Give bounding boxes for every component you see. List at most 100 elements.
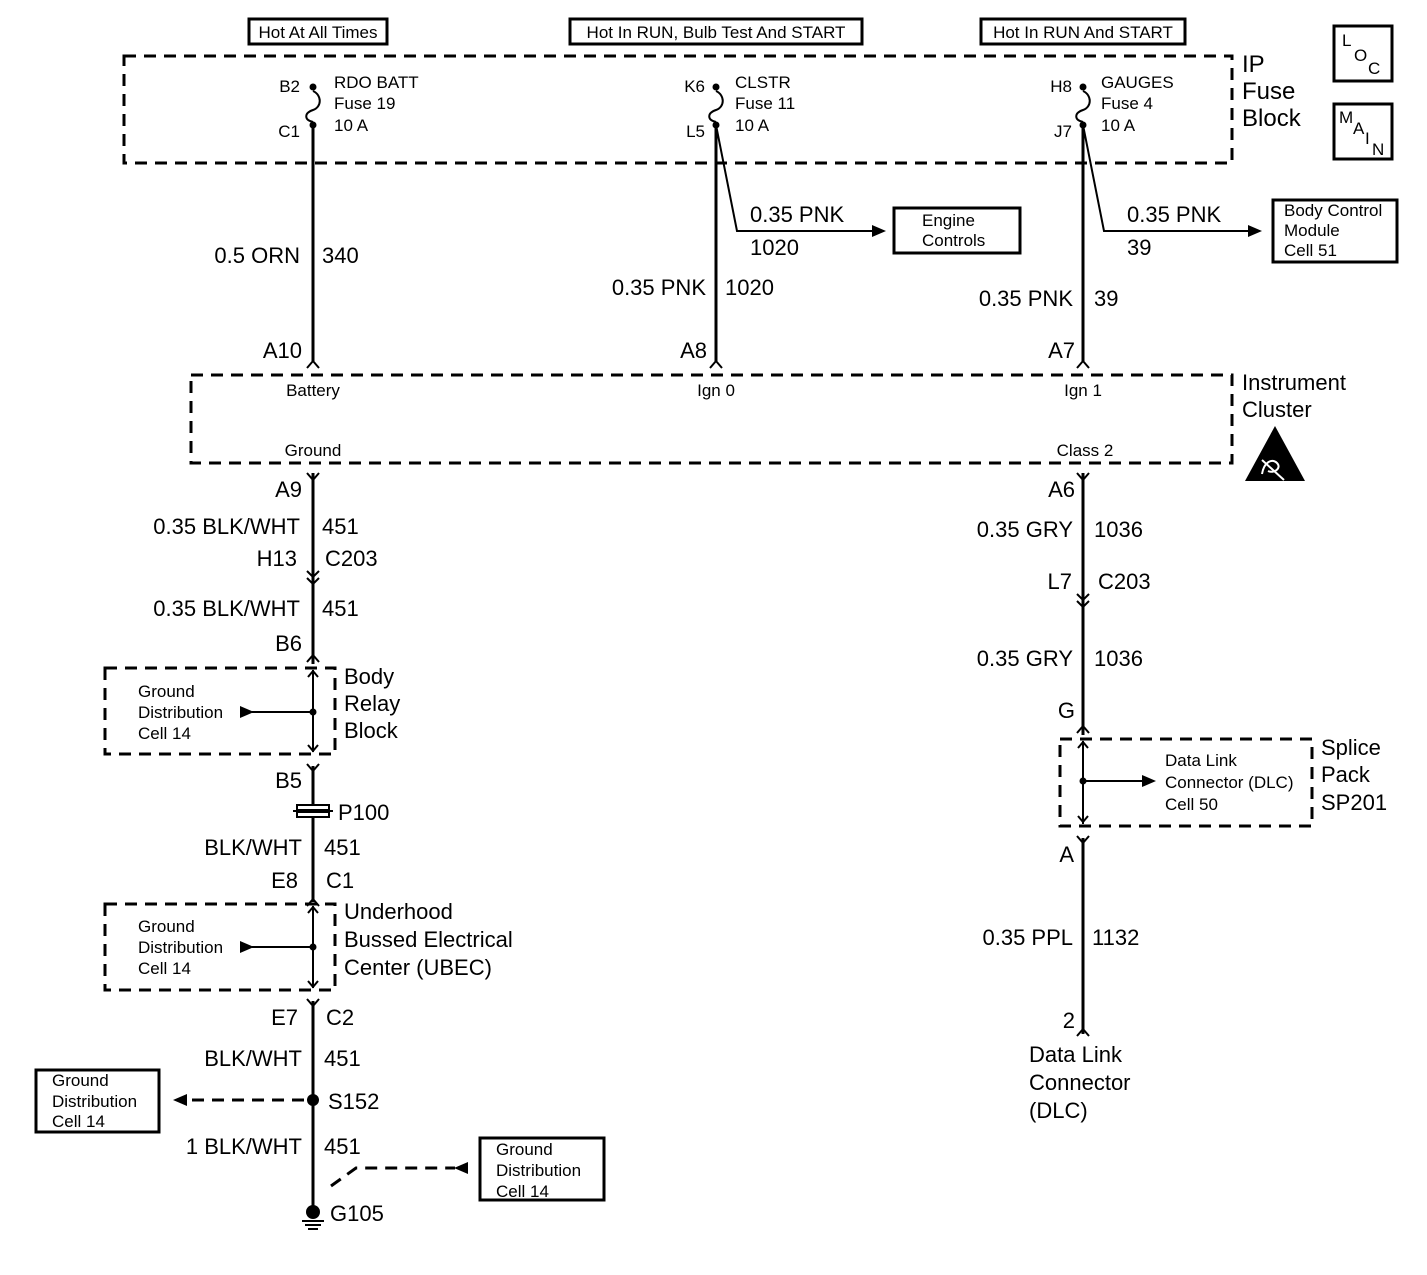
title-line: Block xyxy=(344,718,399,743)
title-line: Center (UBEC) xyxy=(344,955,492,980)
fuse-number: Fuse 11 xyxy=(735,94,795,113)
wire-circuit-label: 451 xyxy=(322,514,359,539)
pin-label: B5 xyxy=(275,768,302,793)
wire-color-label: 0.35 BLK/WHT xyxy=(153,514,300,539)
header-hot-run-bulb-start: Hot In RUN, Bulb Test And START xyxy=(568,17,864,46)
wire-color-label: 0.35 GRY xyxy=(977,646,1074,671)
ref-label: Ground xyxy=(138,682,195,701)
fuse-pin-out: L5 xyxy=(686,122,705,141)
ref-label: Distribution xyxy=(52,1092,137,1111)
title-line: (DLC) xyxy=(1029,1098,1088,1123)
arrow-icon xyxy=(240,941,254,953)
title-line: Pack xyxy=(1321,762,1371,787)
pin-label: G xyxy=(1058,698,1075,723)
connector-c203-right: L7 C203 xyxy=(1048,569,1151,609)
connector-c203-left: H13 C203 xyxy=(257,546,378,586)
esd-warning-icon xyxy=(1245,426,1305,481)
pin-label: A xyxy=(1059,842,1074,867)
ref-label: Cell 14 xyxy=(496,1182,549,1201)
splice-label: S152 xyxy=(328,1089,379,1114)
pin-2 xyxy=(1076,1027,1090,1037)
wire-circuit-label: 1020 xyxy=(725,275,774,300)
wire-circuit-label: 1036 xyxy=(1094,646,1143,671)
box-label: Engine xyxy=(922,211,975,230)
loc-icon: L O C xyxy=(1332,24,1394,83)
splice-pack-title: Splice Pack SP201 xyxy=(1321,735,1387,815)
ubec-title: Underhood Bussed Electrical Center (UBEC… xyxy=(344,899,513,980)
pin-label: A7 xyxy=(1048,338,1075,363)
pin-label: B6 xyxy=(275,631,302,656)
ref-label: Cell 50 xyxy=(1165,795,1218,814)
fuse-rdo-batt: B2 C1 RDO BATT Fuse 19 10 A xyxy=(278,73,418,141)
fuse-block-outline xyxy=(122,54,1234,165)
splice-dot xyxy=(307,1094,319,1106)
pin-a8: A8 xyxy=(680,338,723,369)
wire-circuit-label: 340 xyxy=(322,243,359,268)
splice-pack-outline xyxy=(1058,737,1314,828)
grommet-icon xyxy=(293,804,333,818)
pin-label: E7 xyxy=(271,1005,298,1030)
title-line: Connector xyxy=(1029,1070,1131,1095)
ref-label: Ground xyxy=(496,1140,553,1159)
fuse-number: Fuse 19 xyxy=(334,94,395,113)
ground-icon xyxy=(302,1205,324,1230)
cluster-pin-label: Battery xyxy=(286,381,340,400)
main-letter: A xyxy=(1353,119,1365,138)
ref-label: Ground xyxy=(138,917,195,936)
cluster-title-line: Cluster xyxy=(1242,397,1312,422)
title-line: Data Link xyxy=(1029,1042,1123,1067)
fuse-name: CLSTR xyxy=(735,73,791,92)
instrument-cluster-title: Instrument Cluster xyxy=(1242,370,1346,422)
fuse-block-title-line: IP xyxy=(1242,51,1265,78)
ref-label: Connector (DLC) xyxy=(1165,773,1294,792)
main-letter: N xyxy=(1372,140,1384,159)
grommet-label: P100 xyxy=(338,800,389,825)
title-line: Body xyxy=(344,664,394,689)
g105-ground-ref-box: Ground Distribution Cell 14 xyxy=(478,1136,606,1202)
title-line: SP201 xyxy=(1321,790,1387,815)
loc-letter: O xyxy=(1354,46,1367,65)
fuse-pin-in: B2 xyxy=(279,77,300,96)
wire-color-label: 0.5 ORN xyxy=(214,243,300,268)
splice-pack-dlc-ref: Data Link Connector (DLC) Cell 50 xyxy=(1165,751,1294,814)
wire-color-label: 0.35 PPL xyxy=(982,925,1073,950)
wire-circuit-label: 1132 xyxy=(1092,925,1139,950)
ubec-ground-ref: Ground Distribution Cell 14 xyxy=(138,917,223,978)
ubec-outline xyxy=(103,902,337,992)
instrument-cluster-outline xyxy=(189,373,1234,465)
cluster-pin-label: Ground xyxy=(285,441,342,460)
pin-label: E8 xyxy=(271,868,298,893)
pin-label: A6 xyxy=(1048,477,1075,502)
wire-color-label: 0.35 PNK xyxy=(1127,202,1221,227)
fuse-block-title-line: Fuse xyxy=(1242,78,1295,105)
wire-color-label: BLK/WHT xyxy=(204,1046,302,1071)
ref-label: Ground xyxy=(52,1071,109,1090)
fuse-gauges: H8 J7 GAUGES Fuse 4 10 A xyxy=(1050,73,1173,141)
s152-ground-ref-box: Ground Distribution Cell 14 xyxy=(34,1068,161,1134)
arrow-icon xyxy=(1248,225,1262,237)
arrow-icon xyxy=(454,1162,468,1174)
connector-name-label: C203 xyxy=(325,546,378,571)
branch-wire-engine xyxy=(715,124,872,232)
wire-color-label: 0.35 PNK xyxy=(750,202,844,227)
box-label: Cell 51 xyxy=(1284,241,1337,260)
pin-b6 xyxy=(306,653,320,663)
header-hot-at-all-times: Hot At All Times xyxy=(247,17,389,46)
cluster-pin-label: Ign 1 xyxy=(1064,381,1102,400)
fuse-rating: 10 A xyxy=(334,116,369,135)
cluster-pin-label: Class 2 xyxy=(1057,441,1114,460)
wire-circuit-label: 451 xyxy=(322,596,359,621)
pin-label: A8 xyxy=(680,338,707,363)
ref-label: Distribution xyxy=(138,938,223,957)
engine-controls-box: Engine Controls xyxy=(892,206,1022,255)
main-letter: M xyxy=(1339,108,1353,127)
bcm-box: Body Control Module Cell 51 xyxy=(1271,198,1399,264)
wire-circuit-label: 451 xyxy=(324,835,361,860)
fuse-clstr: K6 L5 CLSTR Fuse 11 10 A xyxy=(684,73,795,141)
cluster-title-line: Instrument xyxy=(1242,370,1346,395)
title-line: Bussed Electrical xyxy=(344,927,513,952)
fuse-pin-out: J7 xyxy=(1054,122,1072,141)
header-hot-run-start: Hot In RUN And START xyxy=(979,17,1187,46)
fuse-pin-in: K6 xyxy=(684,77,705,96)
